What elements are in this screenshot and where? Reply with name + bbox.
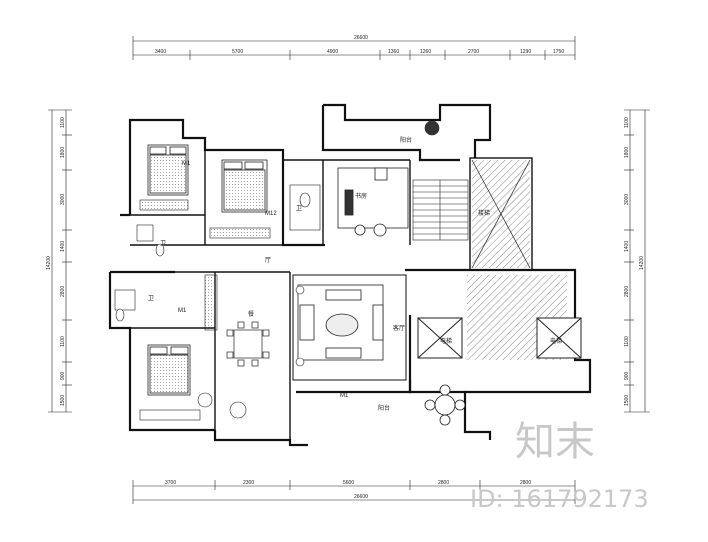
bathroom-fixtures <box>114 120 440 322</box>
right-dim-5: 2800 <box>624 286 630 297</box>
lift-label: 电梯 <box>440 337 452 345</box>
left-dim-2: 1800 <box>60 147 66 158</box>
bottom-dim-4: 2800 <box>438 480 449 486</box>
left-dim-5: 2800 <box>60 286 66 297</box>
bath-label-3: 卫 <box>296 205 302 212</box>
bottom-dim-3: 5600 <box>343 480 354 486</box>
bed-top-center <box>221 159 268 213</box>
balcony-top-label: 阳台 <box>400 136 412 144</box>
entry-door-label: M1 <box>340 393 349 399</box>
left-dim-6: 1100 <box>60 336 66 347</box>
decor <box>197 285 305 419</box>
bottom-dim-1: 3700 <box>165 480 176 486</box>
top-dim-7: 1290 <box>520 49 531 55</box>
right-dim-1: 1100 <box>624 117 630 128</box>
bed-bottom-left <box>147 344 191 396</box>
lift-1 <box>417 317 463 359</box>
study-label: 书房 <box>355 192 367 200</box>
right-dim-2: 1800 <box>624 147 630 158</box>
top-dim-3: 4900 <box>327 49 338 55</box>
hall-label: 厅 <box>265 257 271 264</box>
door-label-m1: M1 <box>182 161 191 167</box>
left-dim-1: 1100 <box>60 117 66 128</box>
balcony-bottom-label: 阳台 <box>378 404 390 412</box>
right-dim-7: 900 <box>624 371 630 380</box>
left-dimension-chain <box>48 109 72 413</box>
top-total-dim: 26600 <box>354 35 368 41</box>
door-label-m12: M12 <box>265 211 277 217</box>
top-dim-4: 1360 <box>388 49 399 55</box>
bath-label-1: 卫 <box>160 240 166 247</box>
round-table <box>424 384 466 426</box>
wardrobes <box>139 199 271 421</box>
bottom-dim-2: 2300 <box>243 480 254 486</box>
watermark-brand: 知末 <box>515 419 595 465</box>
bottom-dim-5: 2800 <box>520 480 531 486</box>
lift2-label: 电梯 <box>550 337 562 345</box>
stair-label: 楼梯 <box>478 209 490 217</box>
left-total-dim: 14200 <box>46 256 52 270</box>
right-dim-6: 1100 <box>624 336 630 347</box>
top-dim-6: 2700 <box>468 49 479 55</box>
left-dim-3: 3000 <box>60 194 66 205</box>
top-dim-5: 1260 <box>420 49 431 55</box>
top-dim-8: 1750 <box>553 49 564 55</box>
bed3-door-label: M1 <box>178 308 187 314</box>
left-dim-7: 900 <box>60 371 66 380</box>
bath-label-2: 卫 <box>148 295 154 302</box>
living-label: 客厅 <box>393 324 405 332</box>
right-dimension-chain <box>624 109 650 413</box>
left-dim-8: 1500 <box>60 395 66 406</box>
dining-set <box>226 321 270 367</box>
bottom-total-dim: 26600 <box>354 494 368 500</box>
right-total-dim: 14200 <box>639 256 645 270</box>
watermark-id: ID: 161792173 <box>470 485 649 513</box>
left-dim-4: 1400 <box>60 241 66 252</box>
bottom-dimension-chain <box>132 480 576 504</box>
lift-2 <box>536 317 582 359</box>
top-dimension-chain <box>132 36 576 60</box>
top-dim-2: 5700 <box>232 49 243 55</box>
staircase <box>412 179 469 241</box>
right-dim-3: 3000 <box>624 194 630 205</box>
top-dim-1: 3400 <box>155 49 166 55</box>
living-sofa-set <box>297 284 384 361</box>
right-dim-4: 1400 <box>624 241 630 252</box>
study-furniture <box>337 167 409 237</box>
dining-label: 餐 <box>248 310 254 318</box>
right-dim-8: 1500 <box>624 395 630 406</box>
bed-top-left <box>147 144 189 196</box>
